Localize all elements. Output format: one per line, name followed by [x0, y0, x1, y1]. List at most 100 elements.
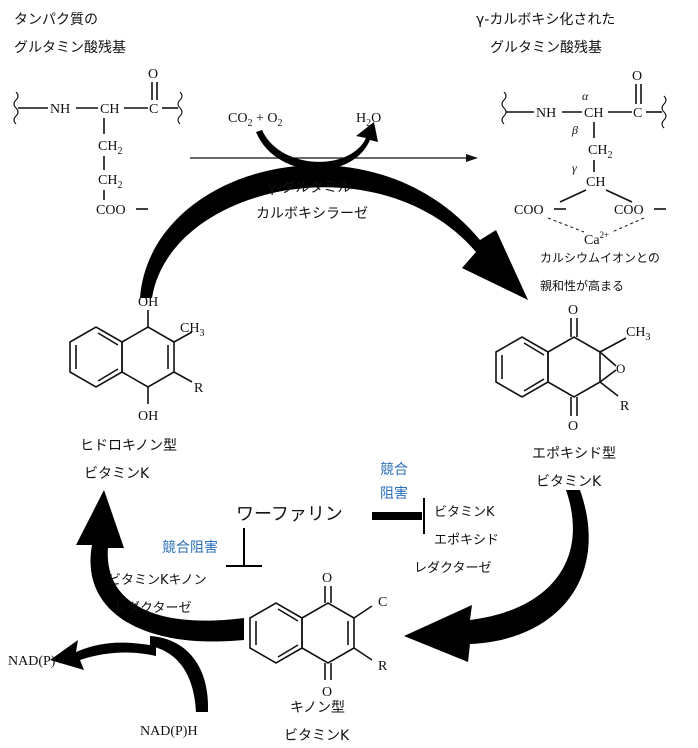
ep-o-bottom: O: [568, 419, 578, 434]
hq-second-ring: [121, 326, 175, 388]
gla-c: C: [633, 106, 642, 121]
ep-inner-bond-2: [523, 342, 545, 356]
glu-o: O: [148, 67, 158, 82]
glu-nh: NH: [50, 102, 70, 117]
gla-caption-line1: γ-カルボキシ化された: [476, 12, 615, 28]
ep-benzene-ring: [495, 336, 549, 398]
ep-o-ring: O: [616, 361, 625, 376]
enzyme-line2: カルボキシラーゼ: [256, 206, 368, 222]
target-left-line2: レダクターゼ: [114, 601, 191, 616]
glu-ch: CH: [100, 102, 119, 117]
gla-ch-gamma: CH: [586, 175, 605, 190]
qn-r-bond: [353, 647, 373, 661]
epoxide-structure: [495, 318, 627, 416]
glu-wavy-right: [177, 91, 183, 125]
glu-wavy-left: [13, 91, 19, 125]
glu-ch2-b: CH2: [98, 173, 122, 191]
hq-r: R: [194, 381, 204, 396]
ep-r: R: [620, 399, 630, 414]
affinity-line2: 親和性が高まる: [540, 278, 624, 293]
hq-oh-bottom: OH: [138, 409, 158, 424]
water-label: H2O: [356, 111, 381, 129]
affinity-line1: カルシウムイオンとの: [540, 251, 660, 265]
glu-caption-line2: グルタミン酸残基: [14, 39, 126, 56]
carboxylation-arrow-head: [466, 154, 478, 162]
glu-c: C: [149, 102, 158, 117]
ep-label-line2: ビタミンK: [536, 474, 602, 490]
qn-inner-bond-3: [277, 644, 299, 658]
hq-label-line2: ビタミンK: [84, 466, 150, 482]
carboxylation-cycle-arrow: [140, 165, 528, 300]
gla-nh: NH: [536, 106, 556, 121]
target-left-line1: ビタミンKキノン: [108, 573, 207, 588]
target-right-line2: エポキシド: [434, 533, 499, 548]
hq-ch3: CH3: [180, 321, 204, 339]
qn-label-line2: ビタミンK: [284, 728, 350, 744]
nadp-out-arrow: [50, 640, 156, 670]
enzyme-line1: γ-グルタミル: [268, 180, 351, 196]
gla-ch: CH: [584, 106, 603, 121]
ep-second-ring: [547, 336, 601, 398]
warfarin-inhibit-bar-right: [372, 512, 422, 520]
hq-inner-bond-3: [97, 368, 119, 382]
ep-o-top: O: [568, 303, 578, 318]
gla-gamma: γ: [572, 161, 577, 175]
quinone-structure: [249, 586, 373, 680]
ep-ch3-bond: [599, 337, 627, 353]
ep-epoxide-bond-2: [599, 369, 617, 383]
hq-ch3-bond: [173, 331, 193, 343]
gla-branch-left: [559, 189, 587, 203]
gla-ca-coord-right: [611, 217, 645, 233]
gla-ca-coord-left: [547, 217, 585, 233]
glu-coo: COO: [96, 203, 126, 218]
qn-o-top: O: [322, 571, 332, 586]
hq-benzene-ring: [69, 326, 123, 388]
inhibit-right-line2: 阻害: [380, 486, 408, 502]
gla-beta: β: [571, 123, 578, 137]
gla-coo-right: COO: [614, 203, 644, 218]
gla-caption-line2: グルタミン酸残基: [490, 39, 602, 56]
hq-inner-bond-2: [97, 332, 119, 346]
ep-epoxide-bond-1: [599, 351, 617, 367]
quinone-reduction-arrow: [76, 490, 244, 642]
qn-c-bond: [353, 605, 373, 619]
glu-caption-line1: タンパク質の: [14, 12, 98, 28]
gla-ch2: CH2: [588, 143, 612, 161]
qn-c: C: [378, 595, 387, 610]
gla-wavy-right: [661, 95, 667, 129]
gla-o: O: [632, 69, 642, 84]
qn-second-ring: [301, 602, 355, 664]
qn-inner-bond-2: [277, 608, 299, 622]
hydroquinone-structure: [69, 310, 193, 404]
warfarin-name: ワーファリン: [236, 504, 343, 525]
ep-r-bond: [599, 381, 619, 397]
hq-label-line1: ヒドロキノン型: [80, 438, 177, 454]
nadph-in-arrow: [150, 636, 209, 712]
target-right-line1: ビタミンK: [434, 505, 495, 520]
qn-o-bottom: O: [322, 685, 332, 700]
gla-branch-right: [605, 189, 633, 203]
qn-benzene-ring: [249, 602, 303, 664]
ep-label-line1: エポキシド型: [532, 446, 616, 462]
glu-ch2-a: CH2: [98, 139, 122, 157]
ep-inner-bond-3: [523, 378, 545, 392]
gla-alpha: α: [582, 89, 589, 103]
qn-r: R: [378, 659, 388, 674]
gla-wavy-left: [501, 91, 507, 125]
qn-label-line1: キノン型: [290, 700, 345, 716]
calcium-ion: Ca2+: [584, 230, 609, 248]
inhibit-left: 競合阻害: [162, 540, 218, 556]
hq-oh-top: OH: [138, 295, 158, 310]
nadph-label: NAD(P)H: [140, 724, 198, 739]
nadp-plus-label: NAD(P)+: [8, 654, 63, 669]
co2-consumption-arrow: [256, 122, 378, 170]
epoxide-reduction-arrow: [404, 490, 589, 662]
ep-ch3: CH3: [626, 325, 650, 343]
reactants-label: CO2 + O2: [228, 111, 282, 129]
target-right-line3: レダクターゼ: [414, 561, 491, 576]
inhibit-right-line1: 競合: [380, 462, 408, 478]
hq-r-bond: [173, 371, 193, 383]
gla-coo-left: COO: [514, 203, 544, 218]
